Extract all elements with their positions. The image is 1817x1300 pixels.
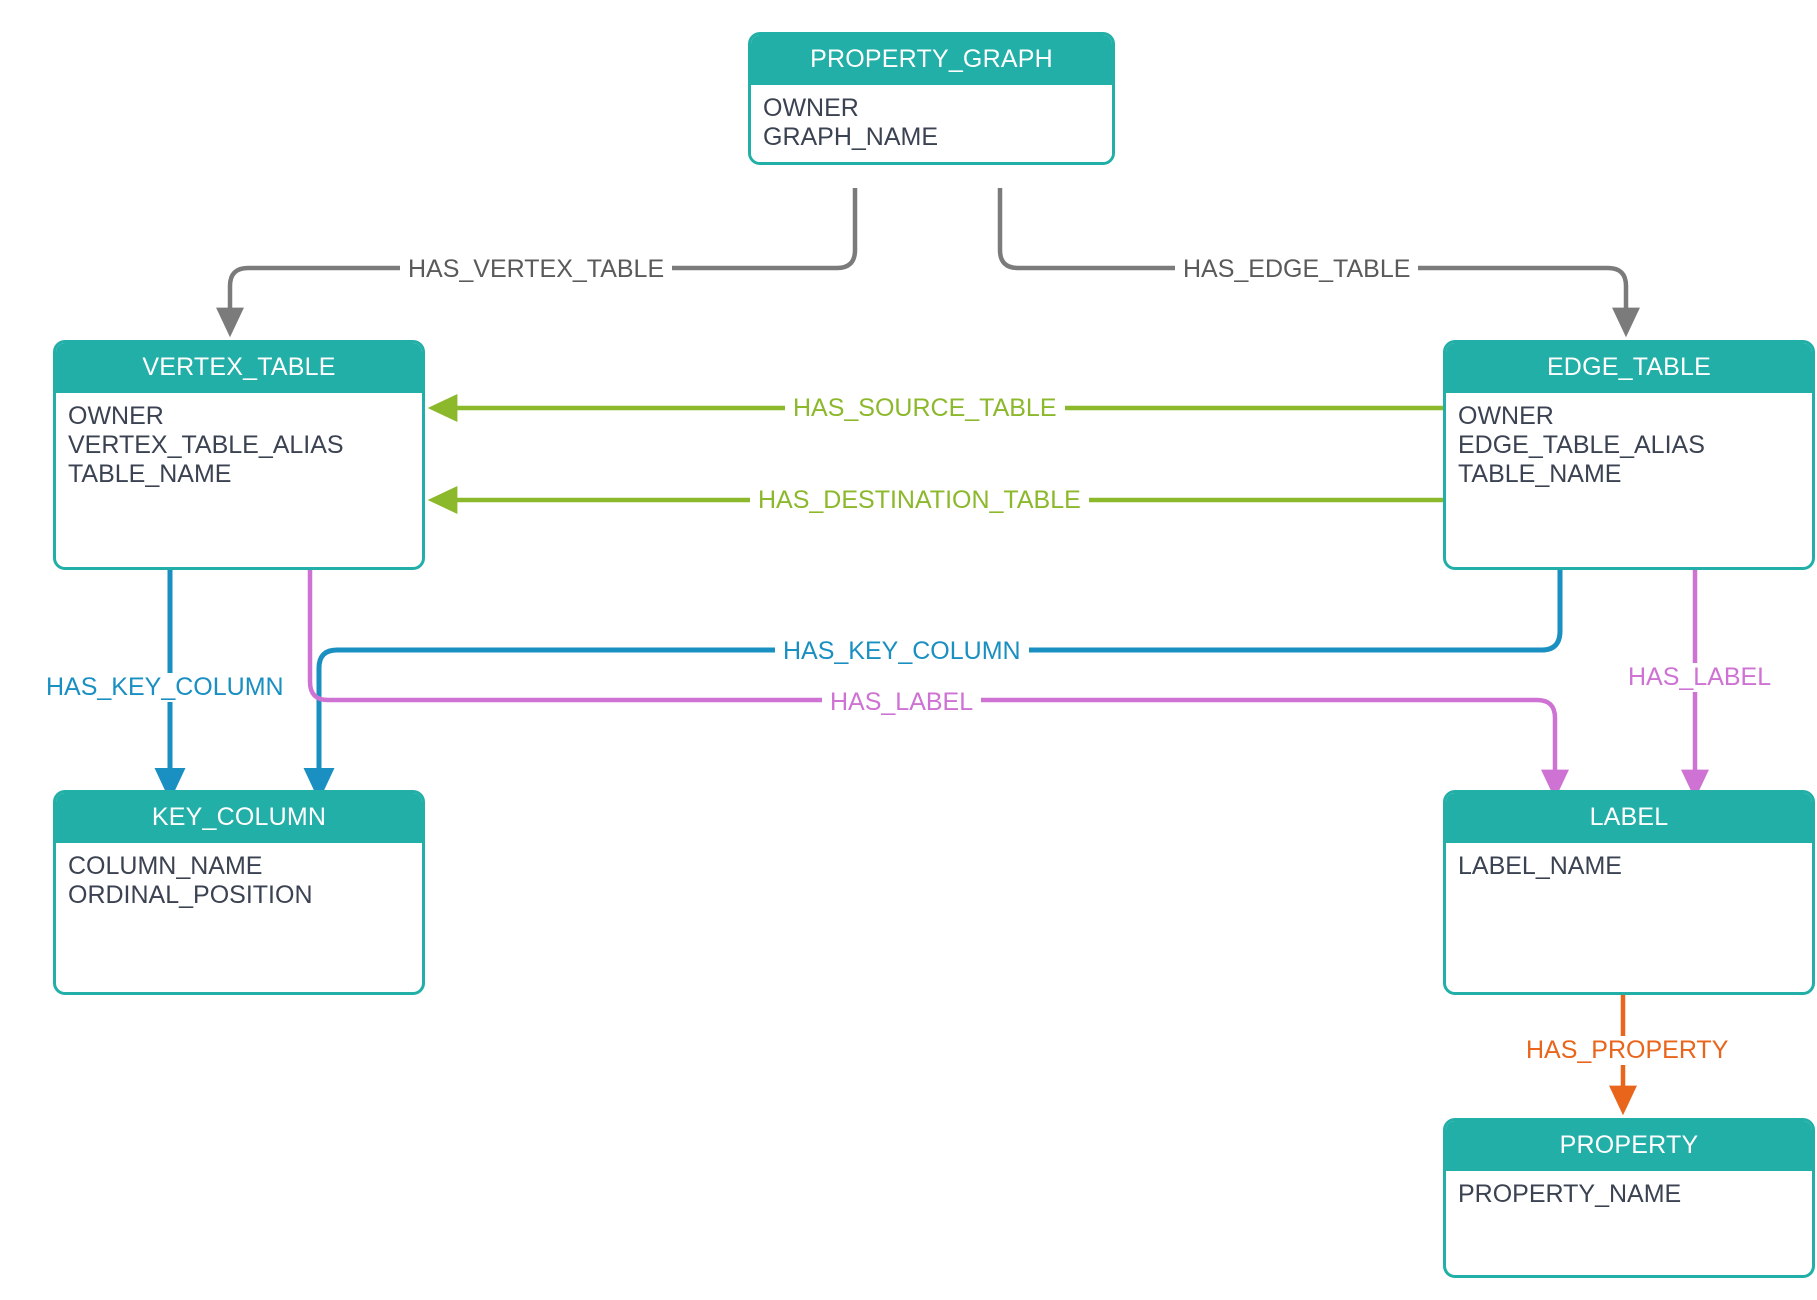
entity-edge-table-title: EDGE_TABLE — [1446, 343, 1812, 393]
edge-label-has-source-table: HAS_SOURCE_TABLE — [785, 394, 1065, 423]
attribute: GRAPH_NAME — [763, 122, 939, 151]
attribute: PROPERTY_NAME — [1458, 1180, 1682, 1208]
edge-label-has-key-column-edge: HAS_KEY_COLUMN — [775, 637, 1029, 666]
attribute: EDGE_TABLE_ALIAS — [1458, 430, 1705, 459]
entity-property[interactable]: PROPERTY PROPERTY_NAME — [1443, 1118, 1815, 1278]
edge-label-has-label-edge: HAS_LABEL — [1620, 663, 1780, 692]
edge-has-key-column-edge — [303, 570, 1563, 801]
entity-property-graph-title: PROPERTY_GRAPH — [751, 35, 1112, 85]
attribute: TABLE_NAME — [1458, 459, 1622, 488]
entity-property-attributes: PROPERTY_NAME — [1446, 1171, 1812, 1219]
entity-vertex-table[interactable]: VERTEX_TABLE OWNER VERTEX_TABLE_ALIAS TA… — [53, 340, 425, 570]
attribute: COLUMN_NAME — [68, 852, 263, 880]
edge-label-has-property: HAS_PROPERTY — [1518, 1036, 1737, 1065]
attribute: ORDINAL_POSITION — [68, 880, 313, 909]
entity-key-column-attributes: COLUMN_NAME ORDINAL_POSITION — [56, 843, 422, 920]
attribute: OWNER — [763, 94, 859, 122]
attribute: VERTEX_TABLE_ALIAS — [68, 430, 344, 459]
entity-label-title: LABEL — [1446, 793, 1812, 843]
entity-edge-table-attributes: OWNER EDGE_TABLE_ALIAS TABLE_NAME — [1446, 393, 1812, 499]
edge-label-has-label-vertex: HAS_LABEL — [822, 688, 982, 717]
entity-property-graph-attributes: OWNER GRAPH_NAME — [751, 85, 1112, 162]
edge-label-has-key-column-vertex: HAS_KEY_COLUMN — [38, 673, 292, 702]
attribute: TABLE_NAME — [68, 459, 232, 488]
entity-vertex-table-attributes: OWNER VERTEX_TABLE_ALIAS TABLE_NAME — [56, 393, 422, 499]
attribute: OWNER — [68, 402, 164, 430]
attribute: LABEL_NAME — [1458, 852, 1622, 880]
entity-property-graph[interactable]: PROPERTY_GRAPH OWNER GRAPH_NAME — [748, 32, 1115, 165]
edge-label-has-edge-table: HAS_EDGE_TABLE — [1175, 255, 1419, 284]
attribute: OWNER — [1458, 402, 1554, 430]
edge-has-label-vertex — [307, 570, 1569, 800]
entity-property-title: PROPERTY — [1446, 1121, 1812, 1171]
entity-label[interactable]: LABEL LABEL_NAME — [1443, 790, 1815, 995]
entity-key-column[interactable]: KEY_COLUMN COLUMN_NAME ORDINAL_POSITION — [53, 790, 425, 995]
entity-label-attributes: LABEL_NAME — [1446, 843, 1812, 891]
entity-vertex-table-title: VERTEX_TABLE — [56, 343, 422, 393]
entity-edge-table[interactable]: EDGE_TABLE OWNER EDGE_TABLE_ALIAS TABLE_… — [1443, 340, 1815, 570]
entity-key-column-title: KEY_COLUMN — [56, 793, 422, 843]
edge-label-has-destination-table: HAS_DESTINATION_TABLE — [750, 486, 1089, 515]
edge-label-has-vertex-table: HAS_VERTEX_TABLE — [400, 255, 673, 284]
